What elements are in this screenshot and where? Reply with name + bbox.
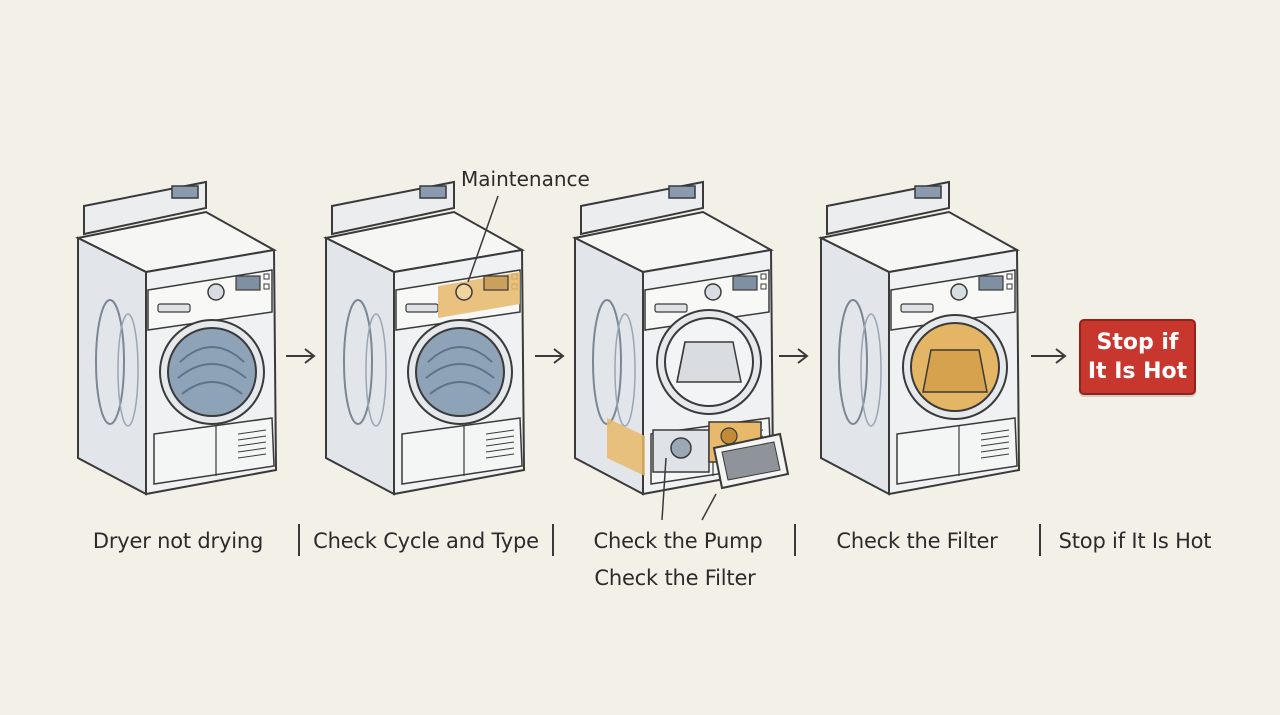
stop-badge-line2: It Is Hot — [1087, 359, 1188, 384]
pump-callout-line — [661, 457, 667, 521]
step-2-caption: Check Cycle and Type — [313, 529, 539, 553]
maintenance-callout-line — [467, 195, 499, 283]
step-4-caption: Check the Filter — [836, 529, 998, 553]
arrow-1 — [286, 348, 316, 364]
arrow-2 — [535, 348, 565, 364]
dryer-step-4 — [820, 181, 1020, 495]
step-1-caption: Dryer not drying — [92, 529, 264, 553]
filter-screen — [712, 432, 790, 490]
arrow-3 — [779, 348, 809, 364]
stop-if-hot-badge: Stop if It Is Hot — [1079, 319, 1196, 395]
step-5-caption: Stop if It Is Hot — [1058, 529, 1212, 553]
arrow-4 — [1031, 348, 1067, 364]
filter-callout-line — [701, 493, 717, 521]
step-3-caption-secondary: Check the Filter — [594, 566, 756, 590]
step-3-caption: Check the Pump — [593, 529, 763, 553]
caption-separator — [794, 524, 796, 556]
caption-separator — [1039, 524, 1041, 556]
caption-separator — [552, 524, 554, 556]
caption-separator — [298, 524, 300, 556]
dryer-step-1 — [77, 181, 277, 495]
dryer-step-2 — [325, 181, 525, 495]
stop-badge-line1: Stop if — [1096, 330, 1179, 355]
maintenance-callout-label: Maintenance — [461, 167, 590, 191]
